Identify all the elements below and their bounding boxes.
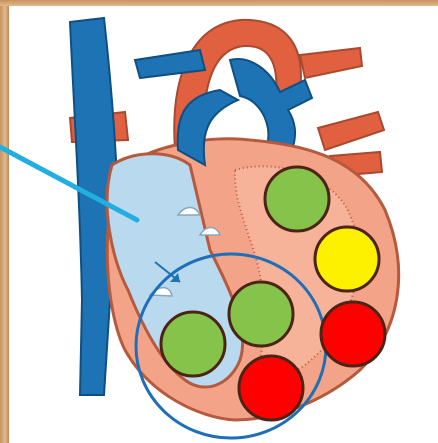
token-green-1[interactable] — [265, 167, 329, 231]
token-red-1[interactable] — [321, 302, 385, 366]
token-green-3[interactable] — [161, 312, 225, 376]
token-red-2[interactable] — [239, 356, 303, 420]
token-green-2[interactable] — [229, 282, 293, 346]
token-yellow-1[interactable] — [315, 227, 379, 291]
